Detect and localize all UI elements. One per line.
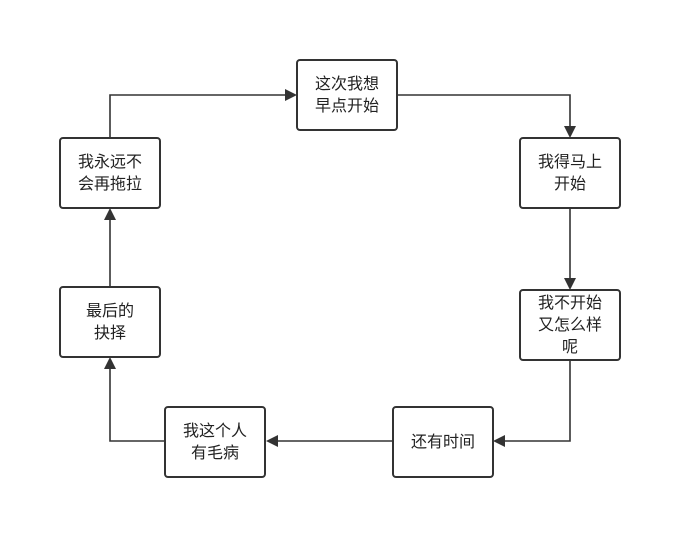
node-still-time: 还有时间 xyxy=(392,406,494,478)
node-final-choice: 最后的 抉择 xyxy=(59,286,161,358)
node-what-if-not: 我不开始 又怎么样 呢 xyxy=(519,289,621,361)
node-something-wrong: 我这个人 有毛病 xyxy=(164,406,266,478)
node-never-procrastinate: 我永远不 会再拖拉 xyxy=(59,137,161,209)
edge-n3-to-n4 xyxy=(493,360,571,447)
edge-n5-to-n6 xyxy=(104,357,165,442)
edge-n1-to-n2 xyxy=(397,94,576,138)
edge-n7-to-n1 xyxy=(109,89,297,137)
node-start-now: 我得马上 开始 xyxy=(519,137,621,209)
node-start-early: 这次我想 早点开始 xyxy=(296,59,398,131)
